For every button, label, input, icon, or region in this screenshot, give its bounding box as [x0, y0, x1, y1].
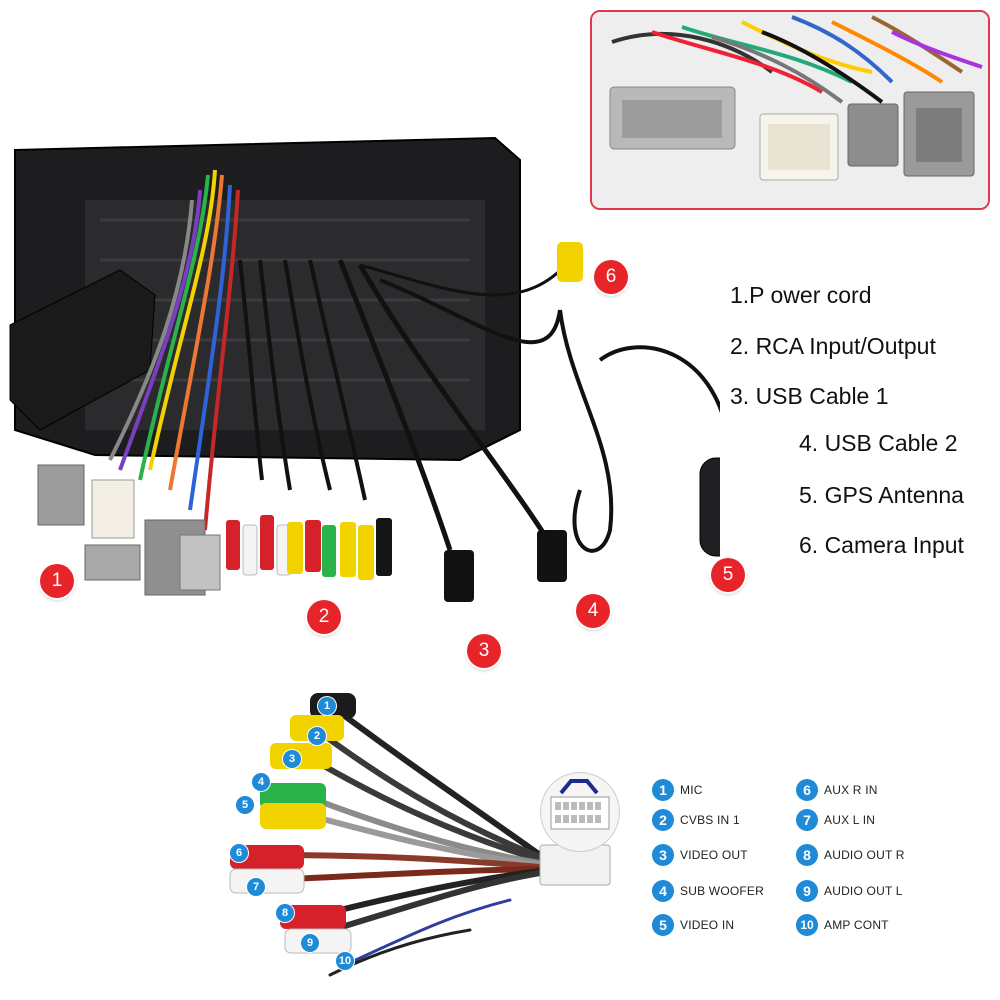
- plug-badge-10: 10: [336, 952, 354, 970]
- pin-number-badge: 6: [796, 779, 818, 801]
- pin-label: AUX R IN: [824, 783, 878, 797]
- pin-row: 7 AUX L IN: [796, 809, 875, 831]
- pin-label: MIC: [680, 783, 703, 797]
- callout-gps: 5: [711, 558, 745, 592]
- connector-closeup-illustration: [592, 12, 988, 208]
- pin-label: CVBS IN 1: [680, 813, 740, 827]
- legend-item-camera: 6. Camera Input: [799, 532, 964, 558]
- plug-badge-5: 5: [236, 796, 254, 814]
- callout-camera: 6: [594, 260, 628, 294]
- pin-row: 2 CVBS IN 1: [652, 809, 740, 831]
- legend-item-usb-2: 4. USB Cable 2: [799, 430, 958, 456]
- pin-label: SUB WOOFER: [680, 884, 765, 898]
- pin-number-badge: 1: [652, 779, 674, 801]
- callout-power-cord: 1: [40, 564, 74, 598]
- plug-badge-9: 9: [301, 934, 319, 952]
- pin-number-badge: 10: [796, 914, 818, 936]
- pin-row: 6 AUX R IN: [796, 779, 878, 801]
- pin-number-badge: 9: [796, 880, 818, 902]
- plug-badge-2: 2: [308, 727, 326, 745]
- plug-badge-8: 8: [276, 904, 294, 922]
- pin-row: 1 MIC: [652, 779, 703, 801]
- callout-usb-2: 4: [576, 594, 610, 628]
- pin-label: AMP CONT: [824, 918, 889, 932]
- callout-rca: 2: [307, 600, 341, 634]
- plug-badge-3: 3: [283, 750, 301, 768]
- plug-badge-7: 7: [247, 878, 265, 896]
- pin-row: 5 VIDEO IN: [652, 914, 734, 936]
- pin-number-badge: 2: [652, 809, 674, 831]
- pin-label: VIDEO OUT: [680, 848, 748, 862]
- pin-row: 10 AMP CONT: [796, 914, 889, 936]
- legend-item-rca: 2. RCA Input/Output: [730, 333, 936, 359]
- pin-label: AUDIO OUT R: [824, 848, 905, 862]
- pin-number-badge: 3: [652, 844, 674, 866]
- pin-row: 8 AUDIO OUT R: [796, 844, 905, 866]
- legend-item-gps: 5. GPS Antenna: [799, 482, 964, 508]
- pin-label: VIDEO IN: [680, 918, 735, 932]
- head-unit-harness-illustration: [0, 130, 720, 670]
- connector-detail-zoom: [540, 772, 620, 852]
- pin-number-badge: 5: [652, 914, 674, 936]
- pin-row: 4 SUB WOOFER: [652, 880, 764, 902]
- plug-badge-4: 4: [252, 773, 270, 791]
- rca-cable-illustration: [210, 685, 630, 985]
- legend-item-usb-1: 3. USB Cable 1: [730, 383, 889, 409]
- pin-row: 3 VIDEO OUT: [652, 844, 748, 866]
- pin-label: AUX L IN: [824, 813, 876, 827]
- connector-closeup-inset: [590, 10, 990, 210]
- callout-usb-1: 3: [467, 634, 501, 668]
- pin-label: AUDIO OUT L: [824, 884, 903, 898]
- pin-number-badge: 7: [796, 809, 818, 831]
- plug-badge-6: 6: [230, 844, 248, 862]
- plug-badge-1: 1: [318, 697, 336, 715]
- pin-row: 9 AUDIO OUT L: [796, 880, 903, 902]
- pin-number-badge: 4: [652, 880, 674, 902]
- legend-item-power-cord: 1.P ower cord: [730, 282, 872, 308]
- pin-number-badge: 8: [796, 844, 818, 866]
